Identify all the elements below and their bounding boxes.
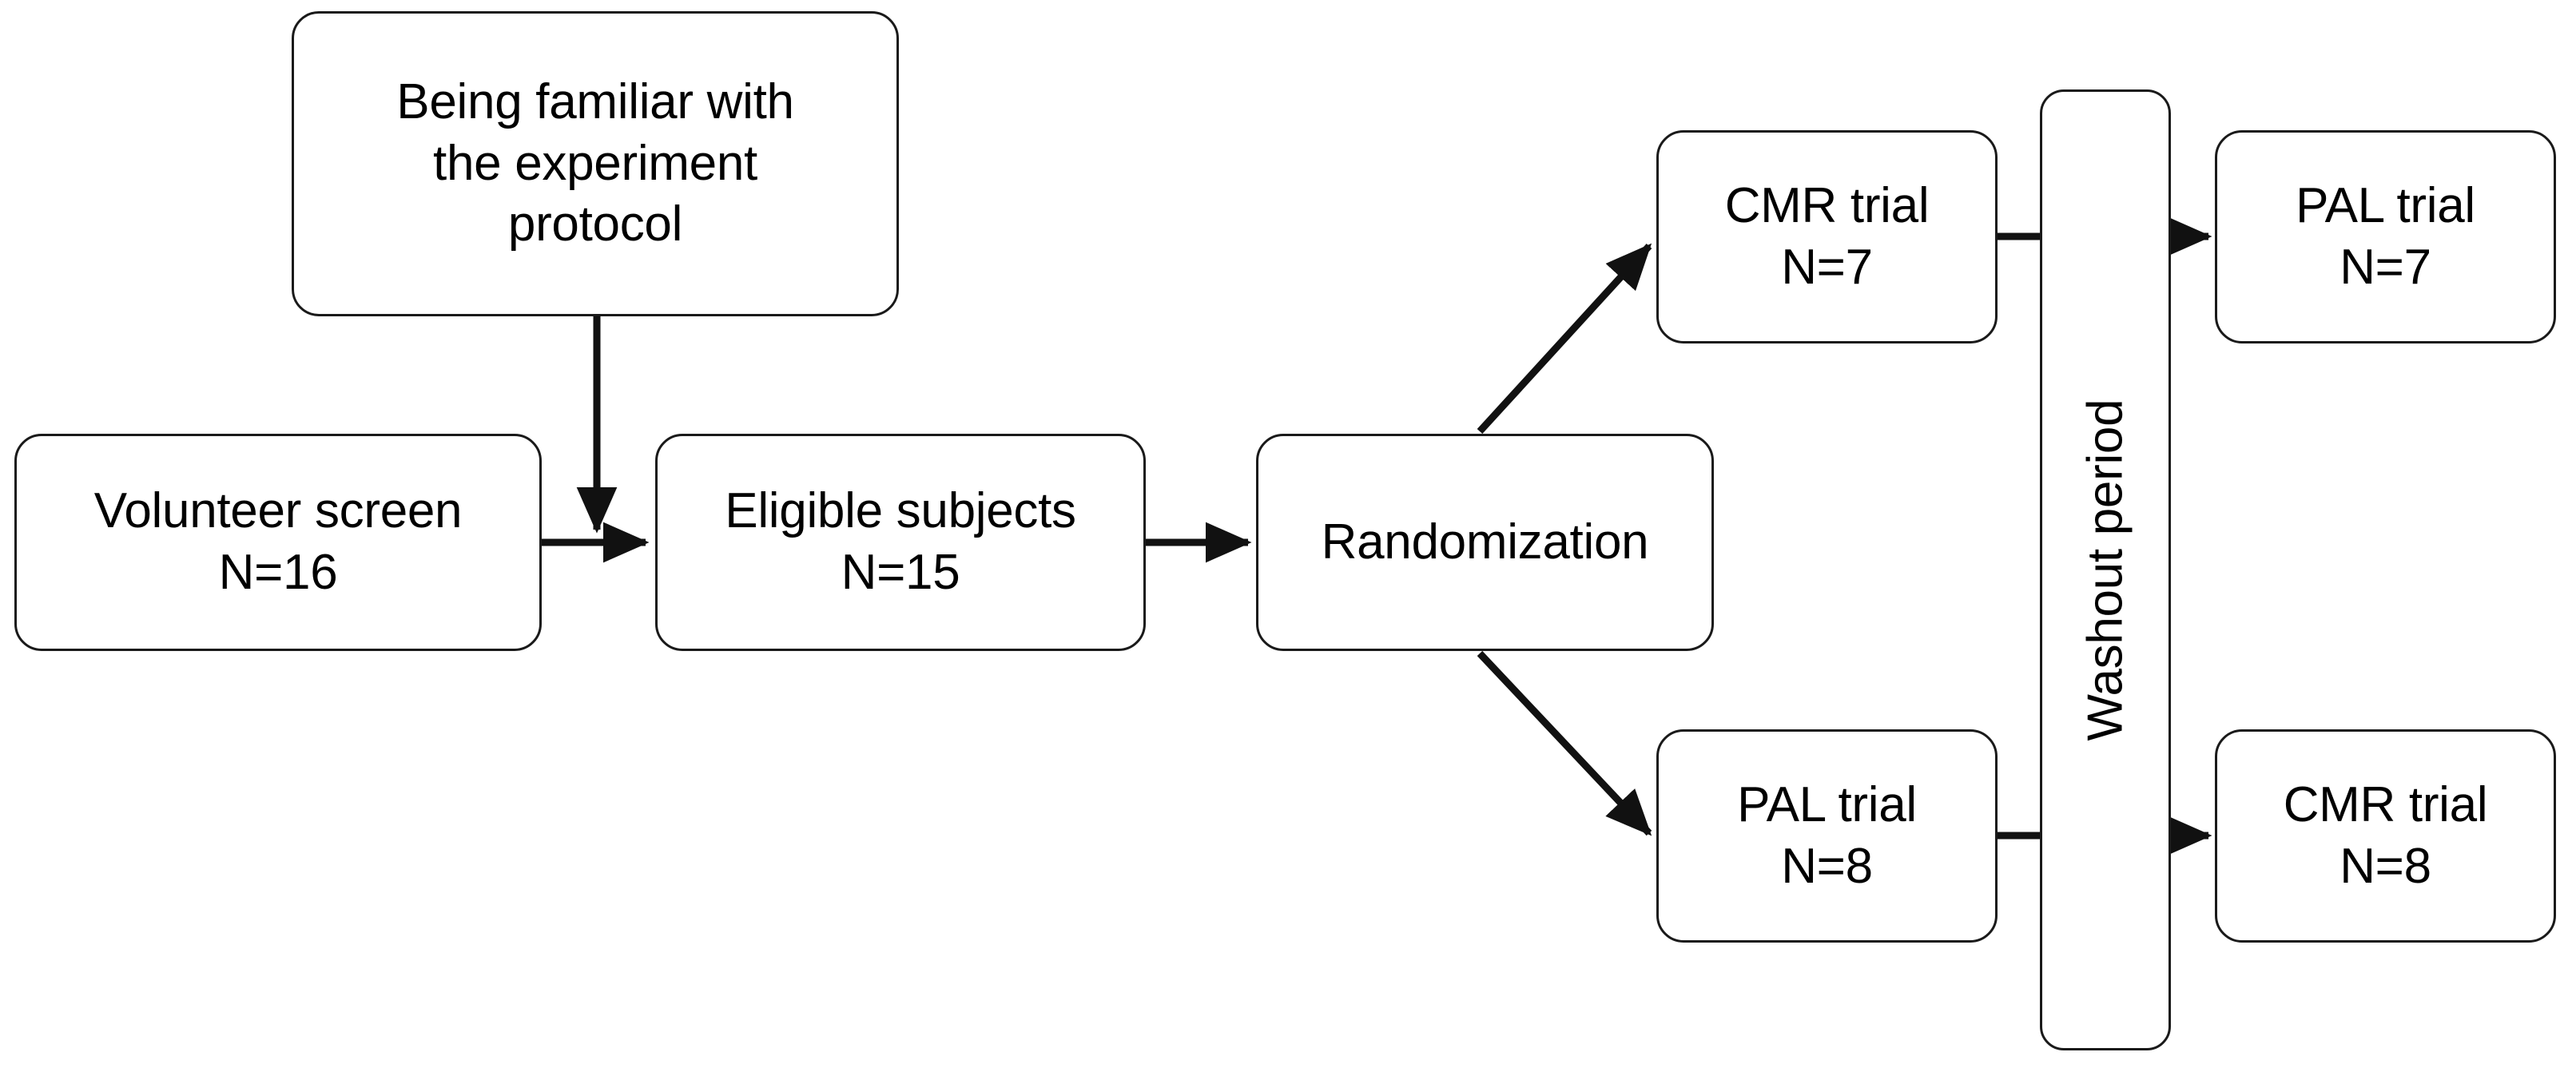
randomization-node[interactable]: Randomization — [1256, 434, 1714, 651]
edge-randomization-to-pal-arrow — [1477, 650, 1652, 836]
pal-trial-period2-label: PAL trial — [2296, 177, 2475, 233]
familiarization-line-3: protocol — [507, 197, 683, 252]
pal-trial-period2-node[interactable]: PAL trial N=7 — [2215, 130, 2556, 343]
eligible-subjects-node[interactable]: Eligible subjects N=15 — [655, 434, 1146, 651]
pal-trial-period2-count: N=7 — [2339, 239, 2431, 295]
cmr-trial-period1-count: N=7 — [1781, 239, 1873, 295]
familiarization-node[interactable]: Being familiar with the experiment proto… — [292, 11, 899, 316]
cmr-trial-period2-count: N=8 — [2339, 838, 2431, 894]
washout-period-node[interactable]: Washout period — [2040, 89, 2171, 1050]
volunteer-screen-label: Volunteer screen — [93, 483, 463, 539]
cmr-trial-period2-label: CMR trial — [2283, 776, 2488, 832]
volunteer-screen-count: N=16 — [218, 545, 338, 600]
cmr-trial-period1-label: CMR trial — [1724, 177, 1930, 233]
pal-trial-period1-node[interactable]: PAL trial N=8 — [1656, 729, 1998, 943]
washout-period-label: Washout period — [2077, 399, 2133, 741]
cmr-trial-period2-node[interactable]: CMR trial N=8 — [2215, 729, 2556, 943]
randomization-label: Randomization — [1321, 514, 1649, 570]
volunteer-screen-node[interactable]: Volunteer screen N=16 — [14, 434, 542, 651]
familiarization-line-1: Being familiar with — [396, 73, 794, 129]
pal-trial-period1-count: N=8 — [1781, 838, 1873, 894]
eligible-subjects-count: N=15 — [841, 545, 960, 600]
eligible-subjects-label: Eligible subjects — [725, 483, 1076, 539]
pal-trial-period1-label: PAL trial — [1737, 776, 1917, 832]
familiarization-line-2: the experiment — [433, 135, 757, 191]
edge-randomization-to-cmr-arrow — [1477, 243, 1652, 435]
cmr-trial-period1-node[interactable]: CMR trial N=7 — [1656, 130, 1998, 343]
